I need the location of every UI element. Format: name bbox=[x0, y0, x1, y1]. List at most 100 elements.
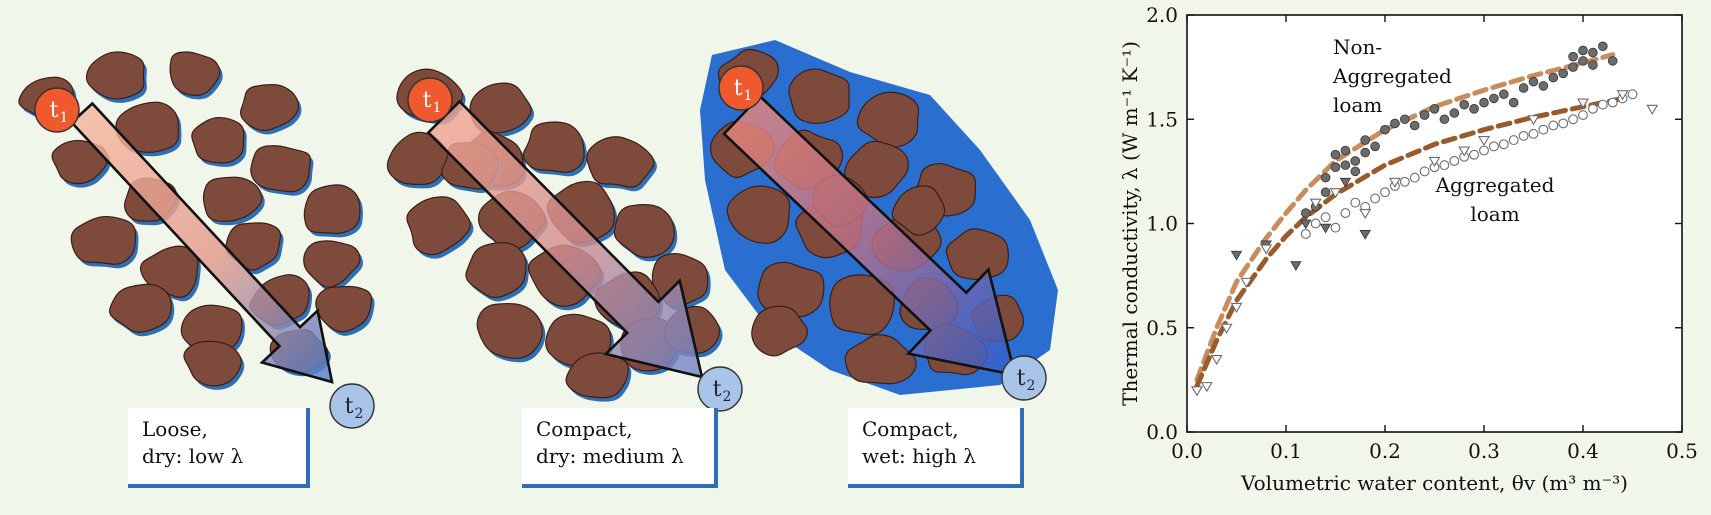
chart-annotation: Non- bbox=[1333, 35, 1382, 59]
soil-aggregate bbox=[183, 340, 242, 387]
data-point bbox=[1310, 218, 1321, 229]
data-point bbox=[1190, 386, 1203, 397]
data-point bbox=[1578, 56, 1588, 66]
data-point bbox=[1479, 97, 1489, 108]
y-tick-label: 0.5 bbox=[1146, 316, 1178, 340]
data-point bbox=[1350, 197, 1361, 208]
data-point bbox=[1568, 51, 1578, 62]
data-point bbox=[1360, 147, 1370, 158]
soil-aggregate bbox=[751, 305, 808, 357]
soil-aggregate bbox=[250, 145, 312, 193]
caption-compact-wet: Compact, wet: high λ bbox=[848, 408, 1024, 488]
soil-aggregate bbox=[856, 91, 920, 148]
data-point bbox=[1538, 124, 1549, 135]
temperature-marker-t1-circle bbox=[718, 65, 764, 111]
y-tick-label: 0.0 bbox=[1146, 420, 1178, 444]
temperature-marker-t1-circle bbox=[34, 87, 80, 133]
soil-aggregate bbox=[191, 116, 245, 164]
soil-aggregate bbox=[726, 185, 791, 244]
soil-aggregate bbox=[169, 51, 221, 97]
plot-area bbox=[1186, 14, 1683, 433]
soil-aggregate bbox=[386, 131, 451, 186]
data-point bbox=[1330, 222, 1341, 233]
data-point bbox=[1607, 97, 1618, 108]
data-point bbox=[1598, 41, 1608, 52]
soil-aggregate bbox=[788, 68, 850, 125]
data-point bbox=[1597, 99, 1608, 110]
data-point bbox=[1587, 103, 1598, 114]
data-point bbox=[1518, 130, 1529, 141]
data-point bbox=[1330, 149, 1341, 160]
data-point bbox=[1499, 89, 1509, 100]
data-point bbox=[1260, 244, 1273, 255]
data-point bbox=[1646, 104, 1659, 115]
data-point bbox=[1390, 118, 1400, 129]
heat-flow-arrow bbox=[69, 101, 334, 384]
data-point bbox=[1508, 135, 1519, 146]
data-point bbox=[1568, 114, 1579, 125]
temperature-marker-t2-circle bbox=[329, 383, 375, 429]
caption-line: dry: medium λ bbox=[536, 444, 684, 468]
soil-aggregate bbox=[240, 83, 300, 132]
data-point bbox=[1319, 223, 1332, 234]
chart-annotation: Aggregated bbox=[1435, 173, 1555, 197]
data-point bbox=[1527, 115, 1540, 126]
data-point bbox=[1350, 156, 1361, 166]
caption-loose-dry: Loose, dry: low λ bbox=[128, 408, 310, 488]
caption-compact-dry: Compact, dry: medium λ bbox=[522, 408, 718, 488]
data-point bbox=[1380, 124, 1390, 135]
soil-aggregate bbox=[829, 274, 896, 336]
data-point bbox=[1339, 177, 1352, 188]
temperature-marker-t2-circle bbox=[1001, 355, 1047, 401]
data-point bbox=[1439, 160, 1450, 171]
heat-flow-arrow bbox=[722, 94, 1017, 377]
chart-annotation: loam bbox=[1333, 93, 1382, 117]
data-point bbox=[1340, 208, 1351, 219]
data-point bbox=[1577, 98, 1589, 109]
y-tick-label: 1.5 bbox=[1146, 107, 1178, 131]
data-point bbox=[1508, 97, 1519, 108]
data-point bbox=[1370, 141, 1380, 152]
data-point bbox=[1300, 219, 1312, 230]
heat-flow-arrow bbox=[426, 99, 704, 379]
soil-aggregate bbox=[139, 245, 199, 298]
data-point bbox=[1449, 108, 1460, 118]
soil-aggregate bbox=[891, 185, 946, 236]
data-point bbox=[1627, 89, 1638, 100]
soil-aggregate bbox=[465, 241, 527, 299]
data-point bbox=[1568, 62, 1578, 72]
data-point bbox=[1340, 160, 1351, 170]
data-point bbox=[1350, 166, 1361, 177]
data-point bbox=[1478, 136, 1490, 147]
x-axis-label: Volumetric water content, θv (m³ m⁻³) bbox=[1240, 471, 1628, 495]
temperature-marker-t1-subscript: 1 bbox=[60, 110, 69, 126]
soil-aggregate bbox=[303, 240, 361, 288]
data-point bbox=[1518, 83, 1529, 93]
temperature-marker-t1-subscript: 1 bbox=[433, 100, 442, 116]
soil-aggregate bbox=[476, 302, 543, 359]
data-point bbox=[1210, 354, 1223, 366]
x-tick-label: 0.2 bbox=[1369, 439, 1401, 463]
data-point bbox=[1528, 76, 1539, 87]
soil-aggregate bbox=[303, 184, 361, 234]
y-tick-label: 2.0 bbox=[1146, 3, 1178, 27]
soil-aggregate bbox=[945, 228, 1009, 280]
data-point bbox=[1489, 93, 1499, 104]
x-tick-label: 0.0 bbox=[1171, 439, 1203, 463]
soil-aggregate bbox=[406, 196, 471, 256]
data-point bbox=[1220, 323, 1233, 334]
data-point bbox=[1320, 187, 1331, 198]
data-point bbox=[1290, 261, 1302, 271]
temperature-marker-t2-subscript: 2 bbox=[723, 389, 732, 405]
data-point bbox=[1240, 277, 1253, 288]
data-point bbox=[1388, 177, 1401, 188]
data-point bbox=[1588, 47, 1598, 58]
